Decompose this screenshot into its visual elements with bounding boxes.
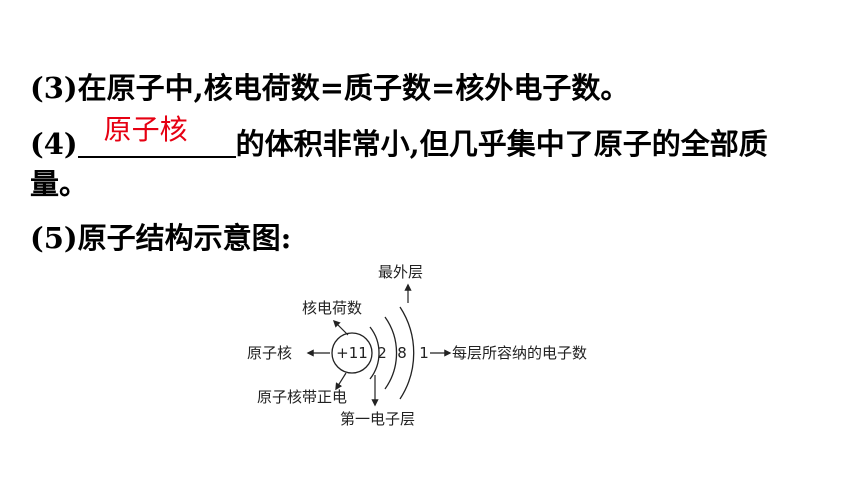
shell-1-count: 2 bbox=[377, 344, 387, 362]
nucleus-circle bbox=[331, 332, 373, 374]
item-4-text3: 量。 bbox=[30, 167, 89, 201]
shell-arc-2 bbox=[384, 316, 398, 390]
answer-blank[interactable]: 原子核 bbox=[77, 113, 236, 158]
label-nucleus: 原子核 bbox=[247, 344, 292, 362]
shell-arc-1 bbox=[369, 326, 380, 380]
item-3: (3)在原子中,核电荷数=质子数=核外电子数。 bbox=[30, 68, 629, 108]
label-electrons-per-shell: 每层所容纳的电子数 bbox=[452, 344, 587, 362]
item-5-text: 原子结构示意图: bbox=[77, 221, 292, 255]
label-outermost-shell: 最外层 bbox=[378, 263, 423, 281]
item-4-text2: 但几乎集中了原子的全部质 bbox=[419, 127, 768, 161]
atom-structure-diagram: 最外层 核电荷数 原子核 每层所容纳的电子数 原子核带正电 第一电子层 +11 … bbox=[247, 263, 587, 428]
item-5: (5)原子结构示意图: bbox=[30, 218, 291, 258]
item-3-text2: 核电荷数=质子数=核外电子数。 bbox=[203, 71, 630, 105]
item-3-number: (3) bbox=[30, 71, 78, 105]
label-first-shell: 第一电子层 bbox=[340, 410, 415, 428]
item-4-continuation: 量。 bbox=[30, 164, 88, 204]
label-nucleus-positive: 原子核带正电 bbox=[257, 388, 347, 406]
answer-text: 原子核 bbox=[103, 113, 188, 146]
item-4: (4) 原子核 的体积非常小,但几乎集中了原子的全部质 bbox=[30, 113, 768, 164]
arrow-nucleus-positive bbox=[335, 372, 347, 391]
item-4-text1: 的体积非常小 bbox=[235, 127, 410, 161]
arrow-nuclear-charge bbox=[332, 319, 349, 336]
item-3-comma: , bbox=[193, 71, 204, 105]
label-nuclear-charge: 核电荷数 bbox=[302, 299, 362, 317]
item-4-comma: , bbox=[409, 127, 420, 161]
item-5-number: (5) bbox=[30, 221, 78, 255]
item-3-text1: 在原子中 bbox=[77, 71, 194, 105]
shell-2-count: 8 bbox=[397, 344, 407, 362]
item-4-number: (4) bbox=[30, 127, 78, 161]
shell-3-count: 1 bbox=[419, 344, 429, 362]
nucleus-charge: +11 bbox=[336, 344, 368, 362]
shell-arc-3 bbox=[399, 306, 415, 400]
